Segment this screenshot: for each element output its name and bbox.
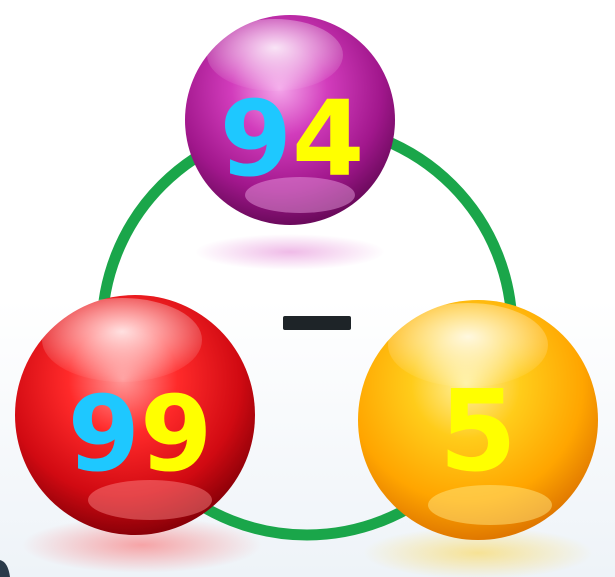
right-ball-number: 5	[439, 367, 517, 497]
left-ball-digit-2: 9	[140, 373, 212, 495]
top-ball-digit-2: 4	[292, 78, 364, 200]
right-ball: 5	[358, 300, 598, 540]
top-ball: 94	[185, 15, 395, 225]
left-ball-digit-1: 9	[68, 373, 140, 495]
top-ball-number: 94	[220, 78, 365, 200]
minus-operator	[283, 316, 351, 330]
purple-ball-reflection	[195, 234, 385, 270]
top-ball-digit-1: 9	[220, 78, 292, 200]
left-ball: 99	[15, 295, 255, 535]
red-ball-gloss	[42, 298, 202, 382]
left-ball-number: 99	[68, 373, 213, 495]
right-ball-digit-1: 5	[439, 367, 517, 497]
